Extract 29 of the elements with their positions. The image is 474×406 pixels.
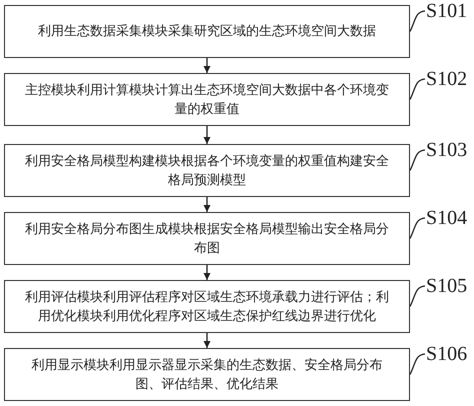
step-label: S106 xyxy=(426,343,468,365)
leader-line xyxy=(409,10,426,32)
leader-line xyxy=(409,149,426,171)
step-text: 利用安全格局分布图生成模块根据安全格局模型输出安全格局分布图 xyxy=(24,220,390,258)
step-text: 主控模块利用计算模块计算出生态环境空间大数据中各个环境变量的权重值 xyxy=(24,82,390,118)
process-box xyxy=(4,144,410,197)
step-text: 利用显示模块利用显示器显示采集的生态数据、安全格局分布图、评估结果、优化结果 xyxy=(30,356,384,394)
arrow xyxy=(204,58,210,73)
leader-line xyxy=(409,217,426,239)
process-box xyxy=(4,5,410,58)
arrow xyxy=(204,126,210,144)
process-box xyxy=(4,73,410,126)
arrow xyxy=(204,197,210,212)
process-box xyxy=(4,348,410,401)
step-label: S103 xyxy=(426,139,468,161)
arrow xyxy=(204,265,210,280)
step-label: S101 xyxy=(426,0,468,22)
leader-line xyxy=(409,78,426,100)
step-text: 利用生态数据采集模块采集研究区域的生态环境空间大数据 xyxy=(38,23,376,41)
step-label: S104 xyxy=(426,207,468,229)
process-box xyxy=(4,212,410,265)
arrow xyxy=(204,333,210,348)
step-text: 利用安全格局模型构建模块根据各个环境变量的权重值构建安全格局预测模型 xyxy=(24,152,390,190)
step-label: S102 xyxy=(426,68,468,90)
process-box xyxy=(4,280,410,333)
leader-line xyxy=(409,353,426,375)
leader-line xyxy=(409,285,426,307)
step-text: 利用评估模块利用评估程序对区域生态环境承载力进行评估；利用优化模块利用优化程序对区域生态保护红线边界进行优化 xyxy=(24,288,390,326)
step-label: S105 xyxy=(426,275,468,297)
